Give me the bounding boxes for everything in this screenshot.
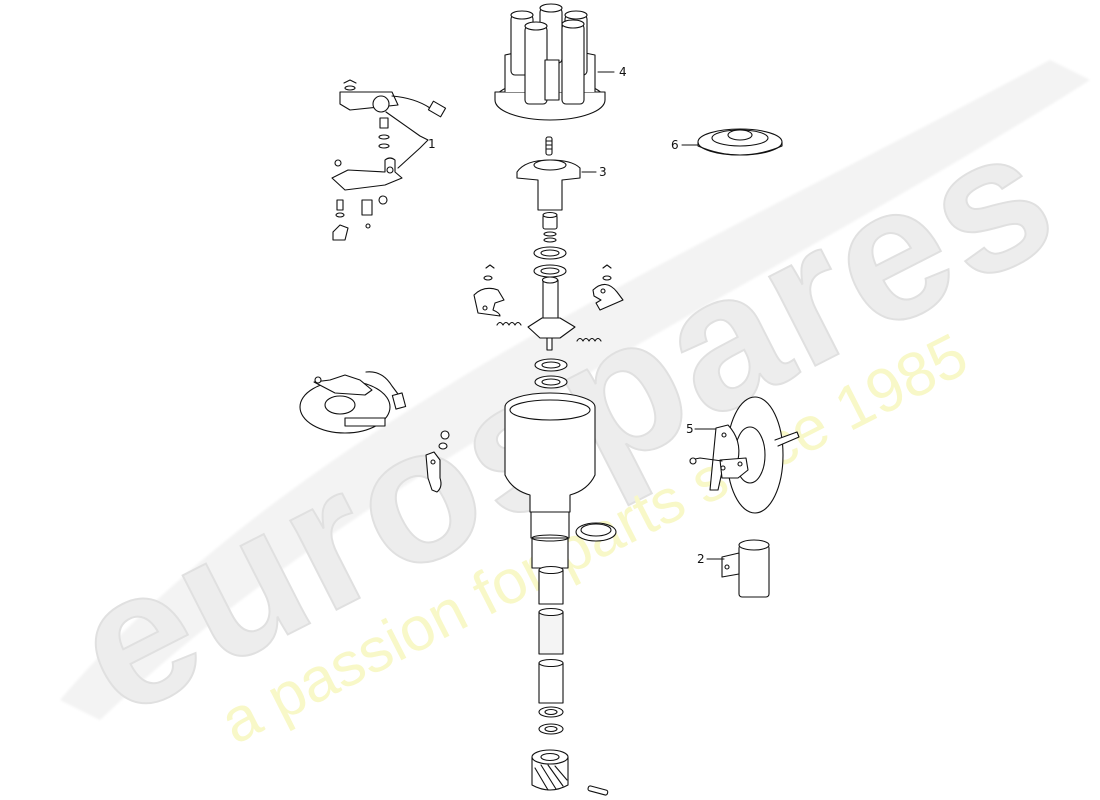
advance-weight-left <box>473 264 505 317</box>
distributor-rotor <box>516 159 581 211</box>
advance-weight-right <box>592 264 624 311</box>
distributor-housing <box>504 392 596 569</box>
condenser <box>721 539 770 598</box>
callout-3: 3 <box>599 165 607 179</box>
felt-bushing <box>538 607 564 655</box>
advance-spring-left <box>496 321 522 326</box>
gear-pin <box>587 785 609 796</box>
bushing-upper <box>538 565 564 605</box>
vacuum-advance-unit <box>689 396 800 514</box>
rotor-spring <box>545 136 553 156</box>
breaker-point-set <box>331 79 447 241</box>
drive-gear <box>531 749 569 791</box>
distributor-shaft <box>527 276 576 351</box>
dust-cover <box>697 128 783 156</box>
spacer-washers <box>538 706 564 735</box>
shaft-bushing <box>542 211 558 243</box>
bushing-lower <box>538 658 564 704</box>
thrust-washers <box>533 246 567 278</box>
callout-2: 2 <box>697 552 705 566</box>
seal-ring <box>575 522 617 542</box>
callout-5: 5 <box>686 422 694 436</box>
retaining-clip <box>425 430 450 493</box>
advance-spring-right <box>576 337 602 342</box>
distributor-cap <box>494 3 606 121</box>
breaker-plate <box>299 371 407 434</box>
callout-6: 6 <box>671 138 679 152</box>
callout-4: 4 <box>619 65 627 79</box>
lower-washers <box>534 358 568 389</box>
callout-1: 1 <box>428 137 436 151</box>
